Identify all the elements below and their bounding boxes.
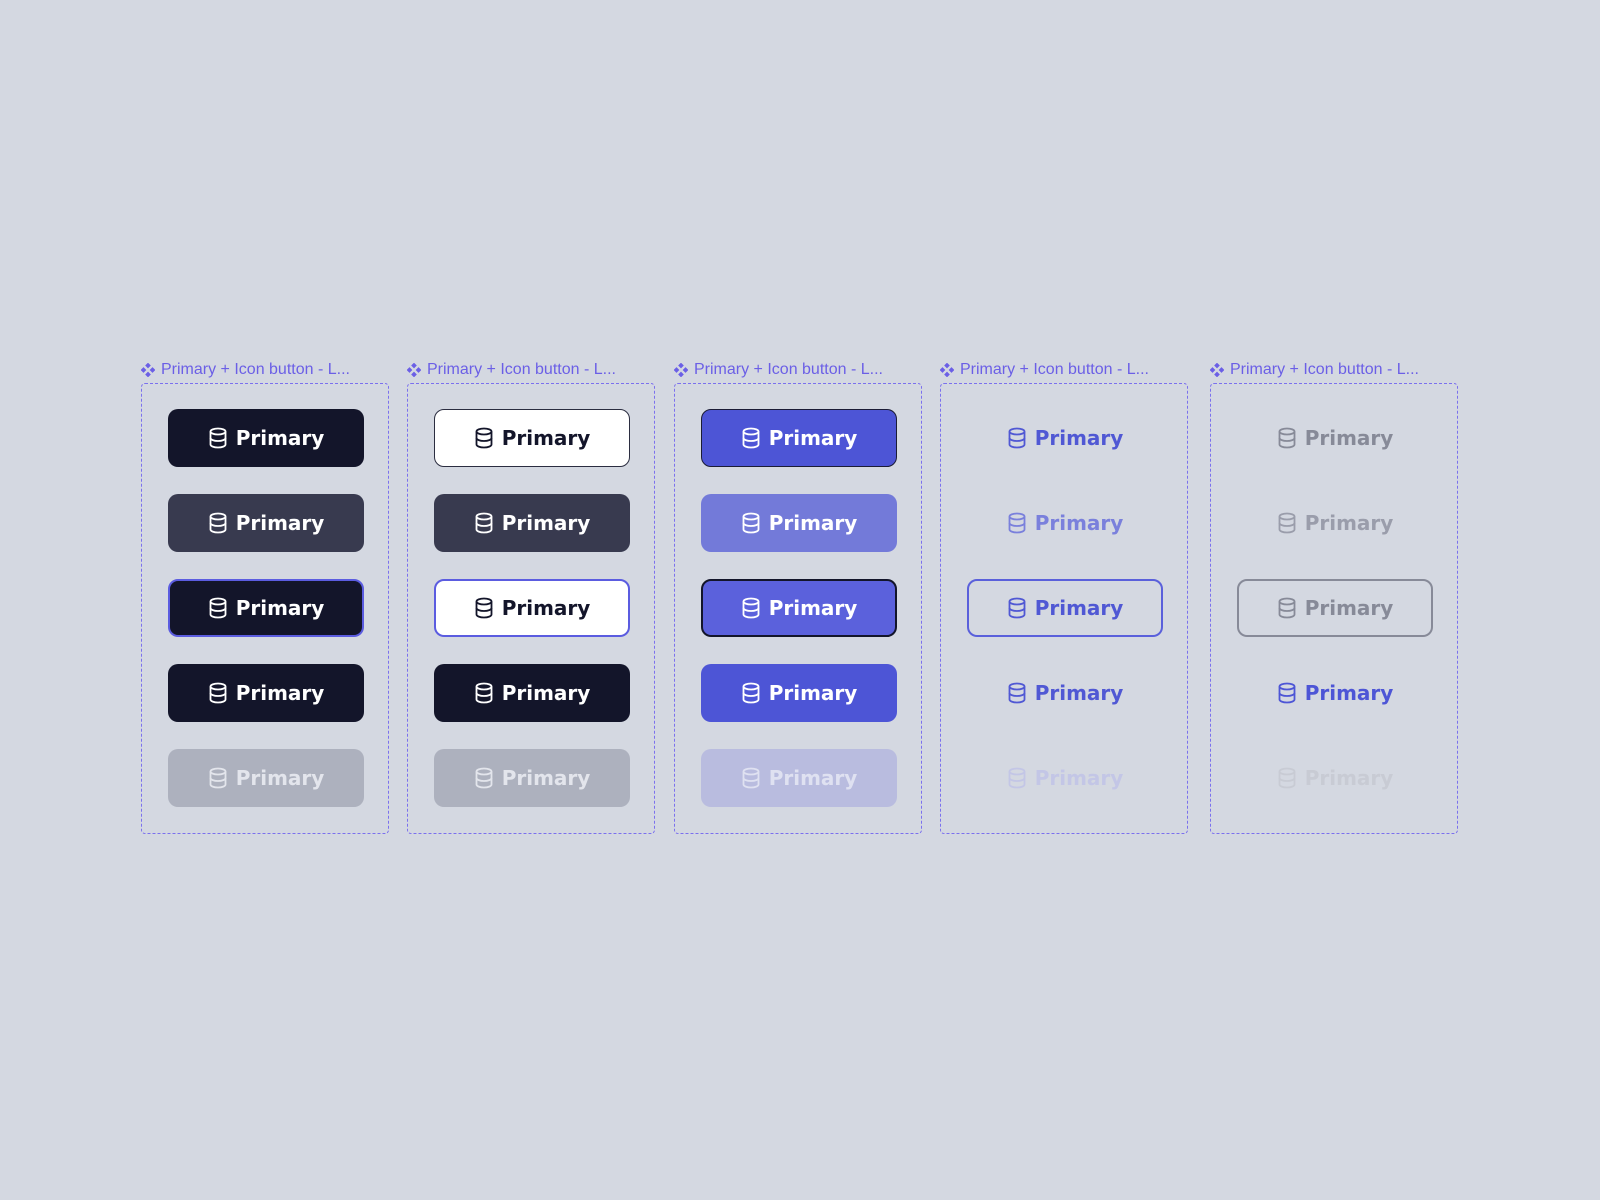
database-icon [1007,512,1027,534]
primary-button-pressed[interactable]: Primary [1237,664,1433,722]
component-icon [673,362,689,378]
database-icon [208,767,228,789]
button-label: Primary [1034,681,1124,705]
button-label: Primary [768,766,858,790]
primary-button-default[interactable]: Primary [967,409,1163,467]
button-label: Primary [768,681,858,705]
database-icon [1007,427,1027,449]
database-icon [1277,512,1297,534]
button-label: Primary [235,596,325,620]
button-label: Primary [235,511,325,535]
component-icon [140,362,156,378]
database-icon [208,512,228,534]
frame-label-2[interactable]: Primary + Icon button - L... [406,358,616,382]
database-icon [741,427,761,449]
frame-label-3[interactable]: Primary + Icon button - L... [673,358,883,382]
database-icon [1007,767,1027,789]
button-label: Primary [1304,511,1394,535]
primary-button-focused[interactable]: Primary [967,579,1163,637]
button-label: Primary [235,426,325,450]
primary-button-pressed[interactable]: Primary [168,664,364,722]
primary-button-default[interactable]: Primary [434,409,630,467]
database-icon [1007,597,1027,619]
database-icon [1007,682,1027,704]
component-frame-4[interactable]: Primary Primary Primary Primary Primary [940,383,1188,834]
primary-button-pressed[interactable]: Primary [967,664,1163,722]
button-label: Primary [235,766,325,790]
primary-button-focused[interactable]: Primary [434,579,630,637]
primary-button-hover[interactable]: Primary [701,494,897,552]
component-frame-5[interactable]: Primary Primary Primary Primary Primary [1210,383,1458,834]
primary-button-focused[interactable]: Primary [701,579,897,637]
primary-button-disabled[interactable]: Primary [1237,749,1433,807]
button-label: Primary [768,511,858,535]
primary-button-hover[interactable]: Primary [168,494,364,552]
primary-button-default[interactable]: Primary [1237,409,1433,467]
primary-button-disabled[interactable]: Primary [701,749,897,807]
frame-label-text: Primary + Icon button - L... [161,361,350,378]
button-label: Primary [768,596,858,620]
database-icon [474,767,494,789]
database-icon [741,597,761,619]
database-icon [1277,682,1297,704]
component-frame-1[interactable]: Primary Primary Primary Primary Primary [141,383,389,834]
button-label: Primary [768,426,858,450]
primary-button-pressed[interactable]: Primary [434,664,630,722]
primary-button-focused[interactable]: Primary [168,579,364,637]
frame-label-1[interactable]: Primary + Icon button - L... [140,358,350,382]
component-icon [939,362,955,378]
database-icon [741,512,761,534]
button-label: Primary [1304,426,1394,450]
primary-button-default[interactable]: Primary [168,409,364,467]
primary-button-default[interactable]: Primary [701,409,897,467]
primary-button-pressed[interactable]: Primary [701,664,897,722]
database-icon [741,767,761,789]
primary-button-focused[interactable]: Primary [1237,579,1433,637]
database-icon [208,682,228,704]
database-icon [208,597,228,619]
component-icon [1209,362,1225,378]
frame-label-4[interactable]: Primary + Icon button - L... [939,358,1149,382]
frame-label-text: Primary + Icon button - L... [694,361,883,378]
button-label: Primary [1034,596,1124,620]
database-icon [208,427,228,449]
database-icon [474,597,494,619]
database-icon [1277,767,1297,789]
primary-button-disabled[interactable]: Primary [967,749,1163,807]
button-label: Primary [501,766,591,790]
database-icon [741,682,761,704]
database-icon [1277,597,1297,619]
database-icon [474,682,494,704]
button-label: Primary [235,681,325,705]
primary-button-hover[interactable]: Primary [1237,494,1433,552]
button-label: Primary [1034,766,1124,790]
frame-label-5[interactable]: Primary + Icon button - L... [1209,358,1419,382]
button-label: Primary [1304,596,1394,620]
button-label: Primary [501,426,591,450]
component-frame-2[interactable]: Primary Primary Primary Primary Primary [407,383,655,834]
primary-button-hover[interactable]: Primary [434,494,630,552]
button-label: Primary [1034,511,1124,535]
database-icon [474,427,494,449]
frame-label-text: Primary + Icon button - L... [1230,361,1419,378]
frame-label-text: Primary + Icon button - L... [960,361,1149,378]
button-label: Primary [501,681,591,705]
primary-button-hover[interactable]: Primary [967,494,1163,552]
button-label: Primary [1304,681,1394,705]
button-label: Primary [501,596,591,620]
button-label: Primary [1034,426,1124,450]
button-label: Primary [1304,766,1394,790]
component-frame-3[interactable]: Primary Primary Primary Primary Primary [674,383,922,834]
primary-button-disabled[interactable]: Primary [168,749,364,807]
component-icon [406,362,422,378]
database-icon [1277,427,1297,449]
primary-button-disabled[interactable]: Primary [434,749,630,807]
database-icon [474,512,494,534]
button-label: Primary [501,511,591,535]
frame-label-text: Primary + Icon button - L... [427,361,616,378]
